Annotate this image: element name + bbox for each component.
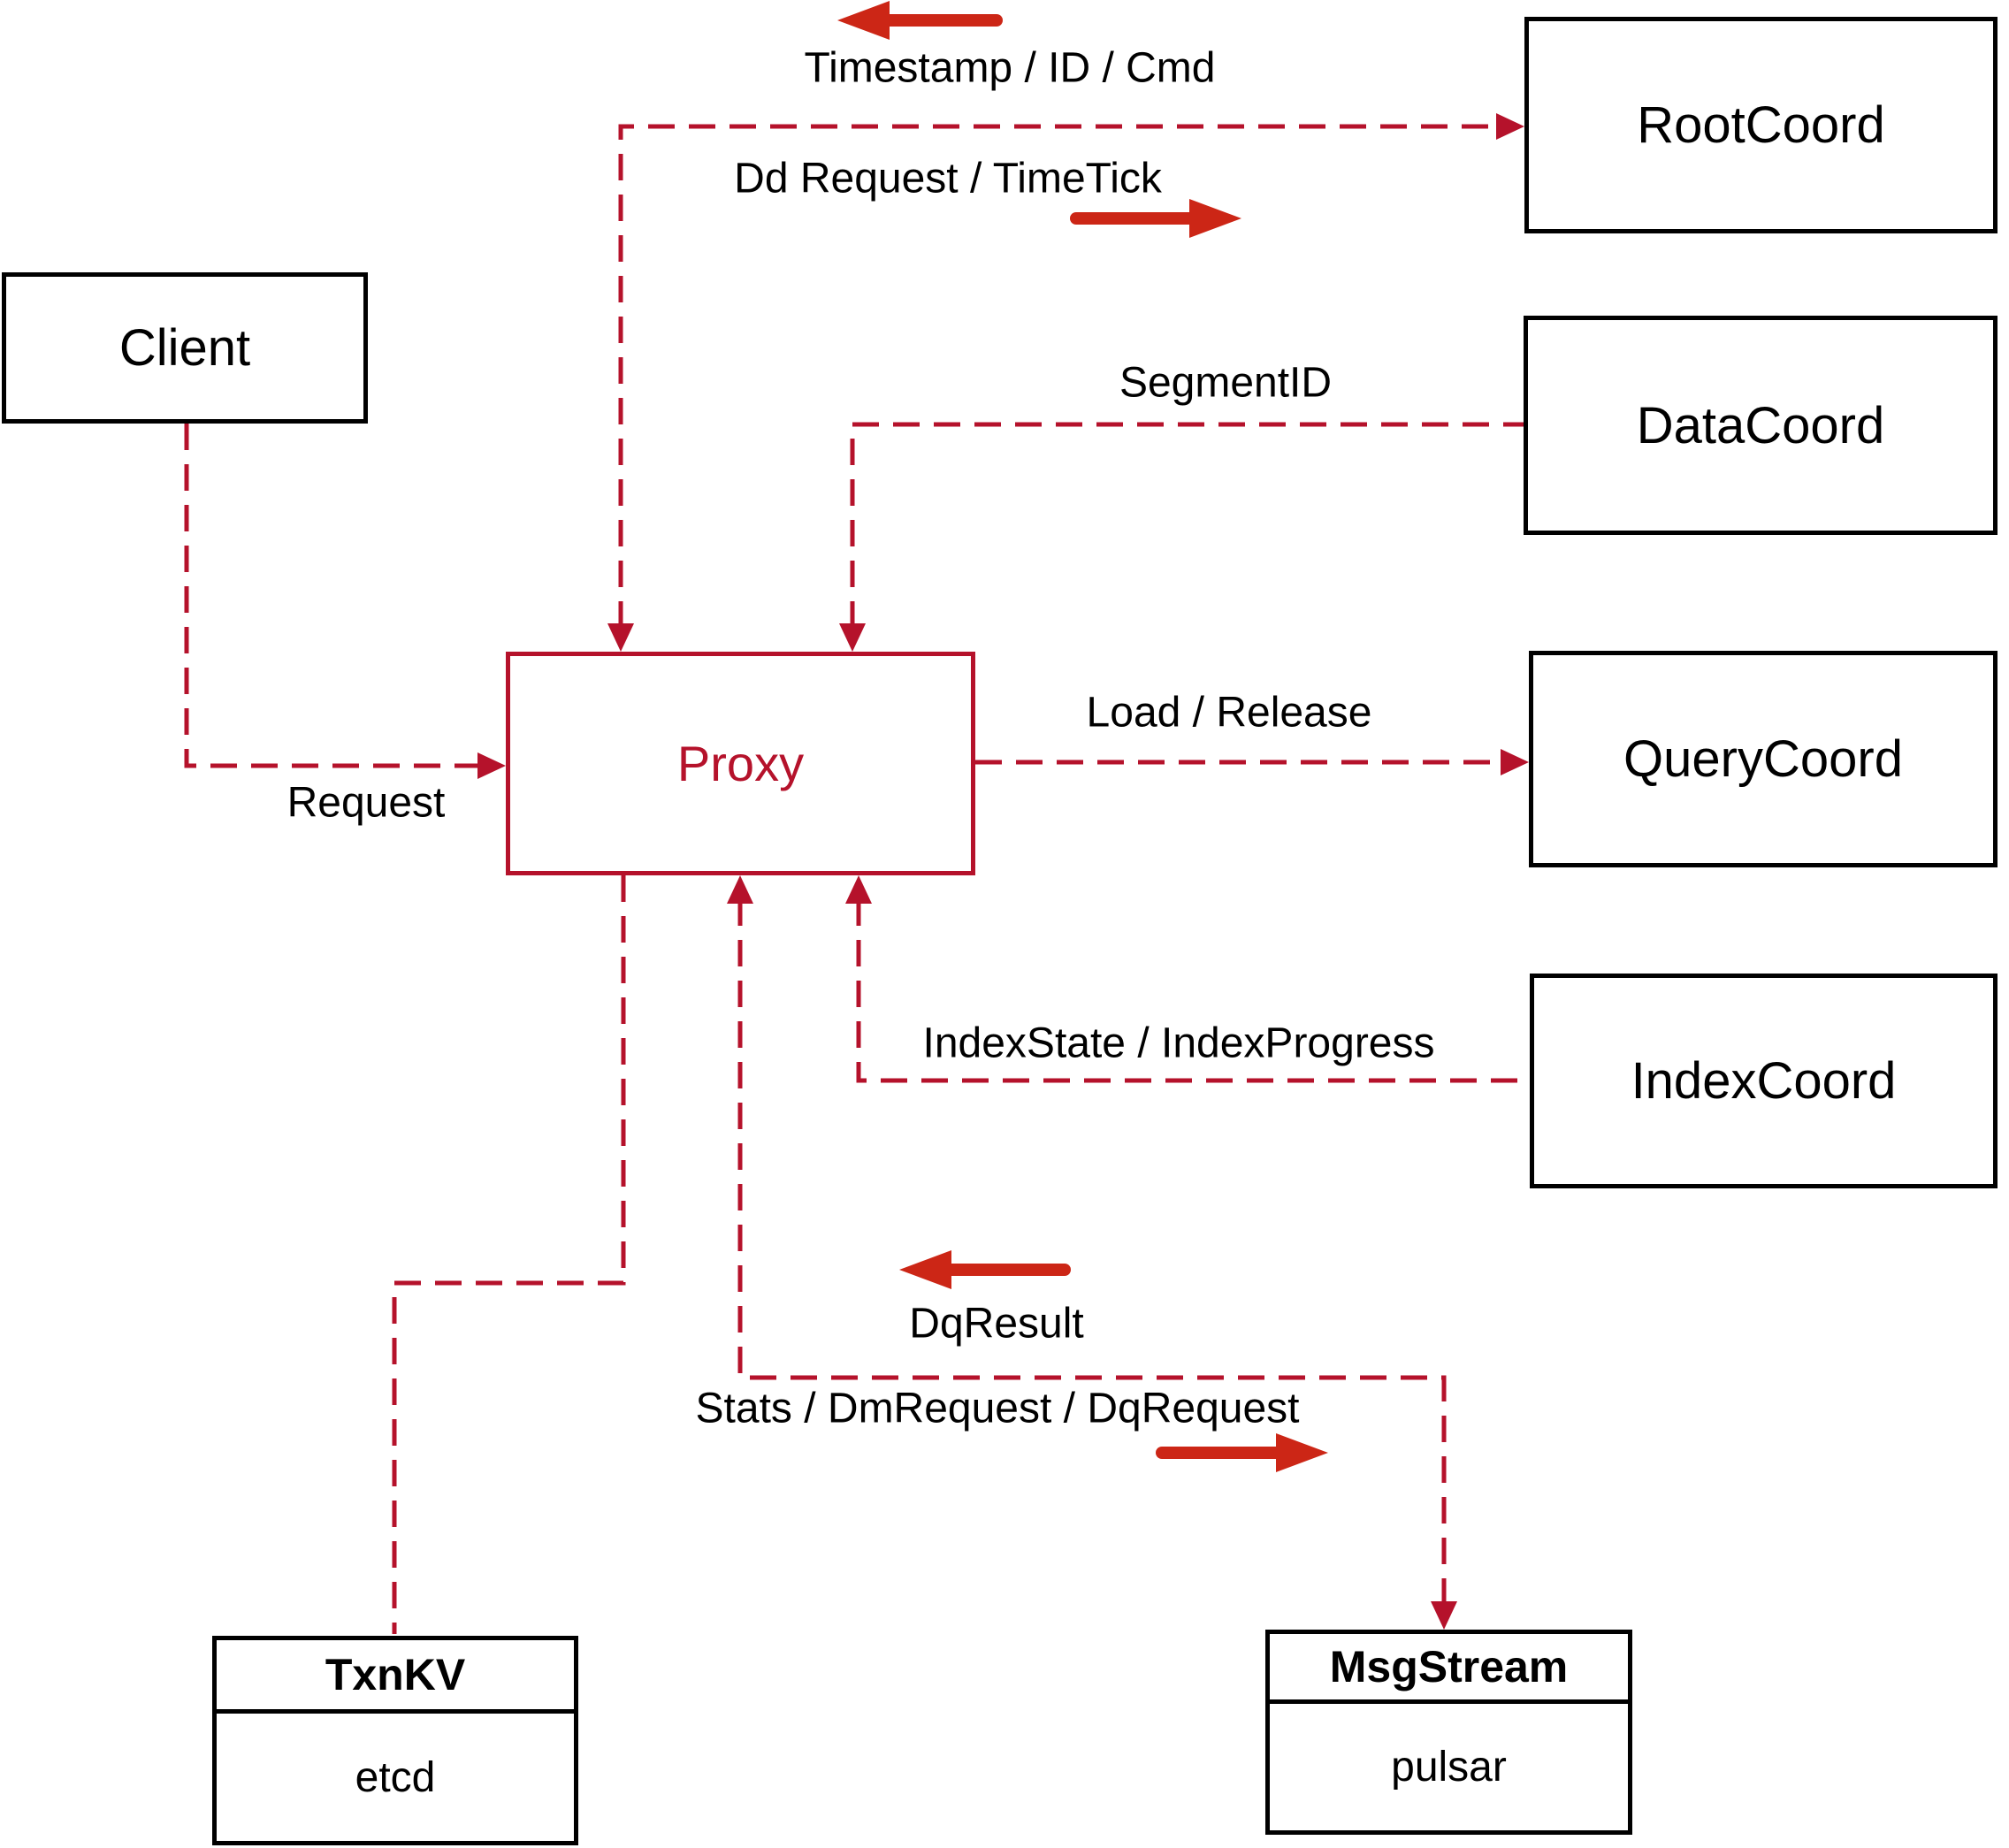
right-direction-arrow-ddrequest-icon (1070, 199, 1241, 238)
edge-proxy-rootcoord (618, 124, 1496, 628)
arrowhead-request-into-proxy-icon (477, 752, 506, 779)
msgstream-implementation: pulsar (1391, 1744, 1507, 1791)
rootcoord-label: RootCoord (1637, 96, 1885, 154)
edge-indexcoord-proxy-indexstate (856, 899, 1530, 1083)
edge-label-load-release: Load / Release (1086, 689, 1372, 737)
txnkv-implementation: etcd (355, 1753, 436, 1801)
edge-label-timestamp-id-cmd: Timestamp / ID / Cmd (804, 44, 1216, 92)
edge-client-proxy-request (184, 424, 477, 768)
node-querycoord: QueryCoord (1529, 651, 1998, 867)
node-indexcoord: IndexCoord (1530, 974, 1998, 1188)
arrowhead-indexstate-into-proxy-icon (845, 875, 872, 904)
node-proxy: Proxy (506, 652, 975, 875)
proxy-label: Proxy (676, 736, 805, 791)
txnkv-title: TxnKV (217, 1640, 574, 1714)
node-rootcoord: RootCoord (1524, 17, 1998, 233)
arrowhead-dqresult-into-proxy-icon (727, 875, 753, 904)
edge-label-indexstate-indexprogress: IndexState / IndexProgress (922, 1019, 1435, 1067)
datacoord-label: DataCoord (1636, 396, 1885, 454)
arrowhead-into-rootcoord-icon (1496, 113, 1524, 140)
right-direction-arrow-stats-icon (1156, 1433, 1328, 1472)
edge-label-request: Request (286, 779, 446, 827)
node-datacoord: DataCoord (1524, 316, 1998, 535)
node-msgstream: MsgStream pulsar (1265, 1630, 1632, 1835)
left-direction-arrow-timestamp-icon (837, 1, 1003, 40)
edge-datacoord-proxy-segmentid (850, 422, 1524, 628)
arrowhead-into-msgstream-icon (1431, 1601, 1457, 1630)
msgstream-title: MsgStream (1270, 1634, 1628, 1704)
arrowhead-into-proxy-top-left-icon (607, 623, 634, 652)
node-txnkv: TxnKV etcd (212, 1636, 578, 1845)
arrowhead-segmentid-into-proxy-icon (839, 623, 866, 652)
node-client: Client (2, 272, 368, 424)
edge-label-segmentid: SegmentID (1119, 359, 1333, 407)
edge-proxy-msgstream (737, 899, 1447, 1603)
left-direction-arrow-dqresult-icon (899, 1250, 1071, 1289)
edge-label-dqresult: DqResult (909, 1300, 1084, 1348)
arrowhead-into-querycoord-icon (1501, 749, 1529, 775)
edge-label-dd-request-timetick: Dd Request / TimeTick (734, 155, 1162, 202)
querycoord-label: QueryCoord (1623, 730, 1903, 788)
client-label: Client (118, 319, 251, 377)
edge-label-stats-dmrequest-dqrequest: Stats / DmRequest / DqRequest (695, 1385, 1300, 1432)
edge-proxy-txnkv (392, 875, 626, 1634)
indexcoord-label: IndexCoord (1631, 1052, 1897, 1110)
